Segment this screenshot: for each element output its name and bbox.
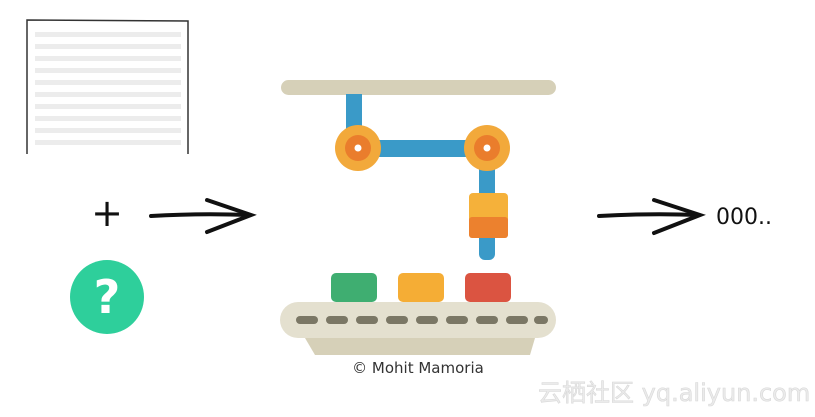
question-symbol: ? (94, 270, 121, 324)
credit-text: © Mohit Mamoria (352, 359, 484, 377)
robot-arm-icon (281, 80, 556, 260)
question-icon: ? (70, 260, 144, 334)
output-text: 000.. (716, 205, 772, 230)
document-icon (26, 19, 189, 160)
watermark-text: 云栖社区 yq.aliyun.com (538, 379, 810, 407)
arrow-right-icon (597, 198, 706, 235)
arrow-right-icon (149, 198, 257, 234)
conveyor-belt-icon (280, 273, 556, 355)
plus-symbol: + (91, 191, 123, 235)
